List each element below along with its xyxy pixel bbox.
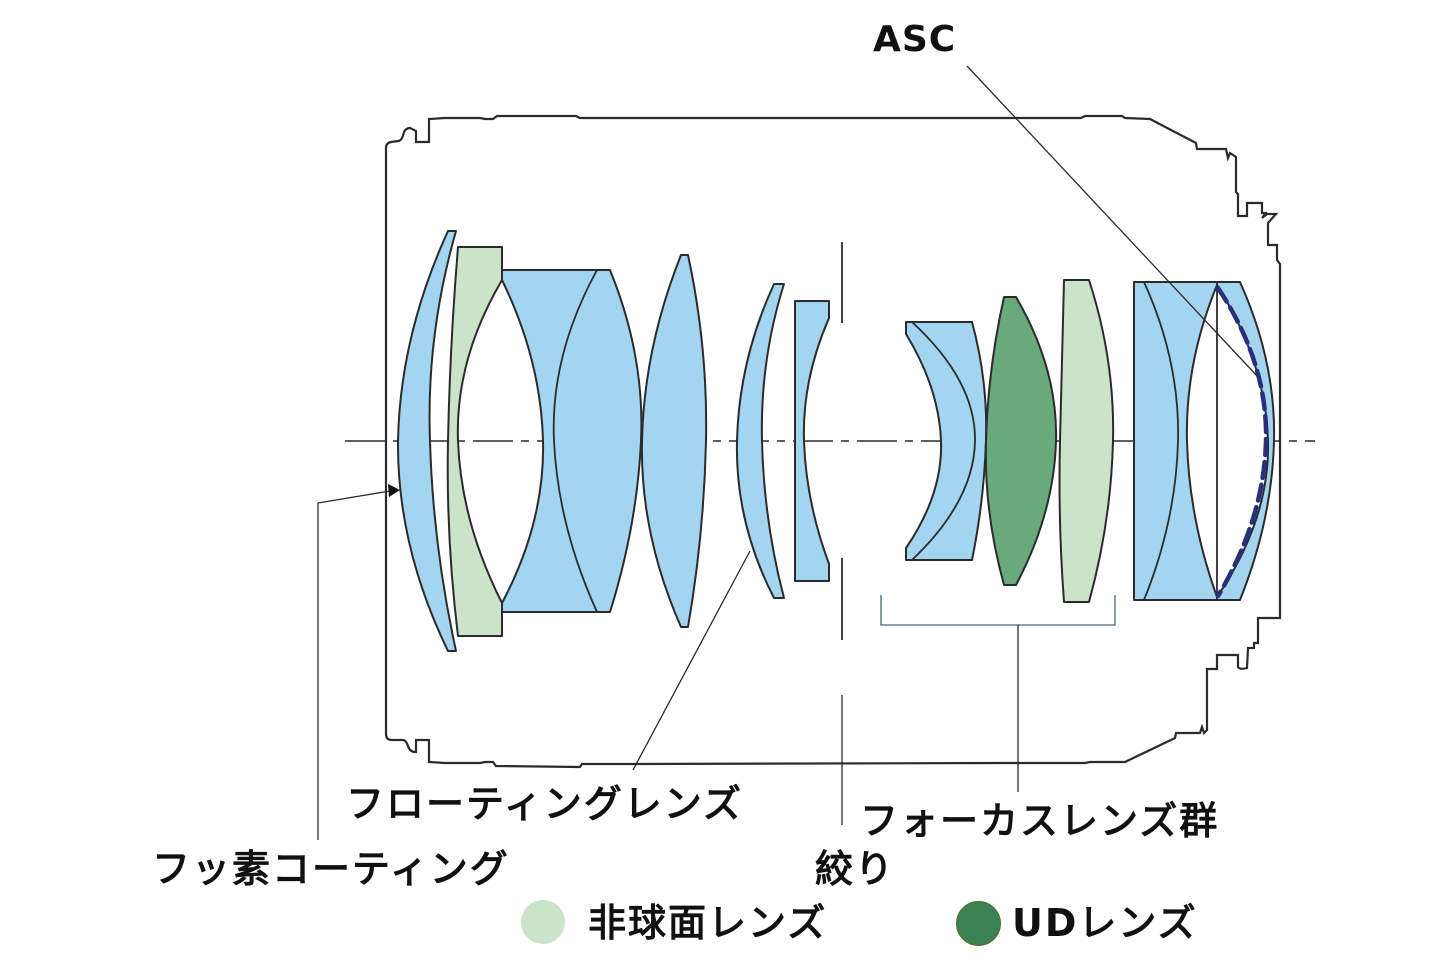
- fluorine-coating-arrowhead: [388, 484, 400, 497]
- cemented-interface-10: [1143, 281, 1179, 601]
- lens-element-9-aspherical: [1058, 279, 1115, 603]
- cemented-interface-7: [911, 321, 976, 561]
- floating-lens-leader: [632, 550, 751, 771]
- asc-label: ASC: [873, 19, 957, 60]
- asc-leader: [966, 65, 1259, 378]
- lens-element-5-floating: [735, 283, 785, 599]
- lens-element-7: [905, 321, 988, 561]
- fluorine-coating-leader: [317, 490, 391, 840]
- fluorine-coating-label: フッ素コーティング: [152, 847, 510, 891]
- lens-barrel-outline: [384, 114, 1282, 769]
- legend-swatch-aspherical: [521, 900, 565, 944]
- aperture-label: 絞り: [815, 847, 896, 891]
- legend-label-aspherical: 非球面レンズ: [588, 901, 828, 945]
- lens-element-8-ud: [984, 296, 1058, 586]
- legend-swatch-ud: [956, 901, 1001, 946]
- cemented-interface-3: [552, 269, 598, 613]
- lens-element-4: [640, 254, 708, 628]
- legend-label-ud: UDレンズ: [1012, 901, 1198, 945]
- lens-element-1: [396, 230, 457, 652]
- asc-coating-surface: [1215, 285, 1269, 599]
- lens-element-6: [794, 300, 830, 582]
- focus-group-bracket: [880, 595, 1116, 626]
- focus-group-label: フォーカスレンズ群: [860, 799, 1220, 843]
- floating-lens-label: フローティングレンズ: [346, 782, 743, 826]
- lens-element-3: [501, 269, 643, 613]
